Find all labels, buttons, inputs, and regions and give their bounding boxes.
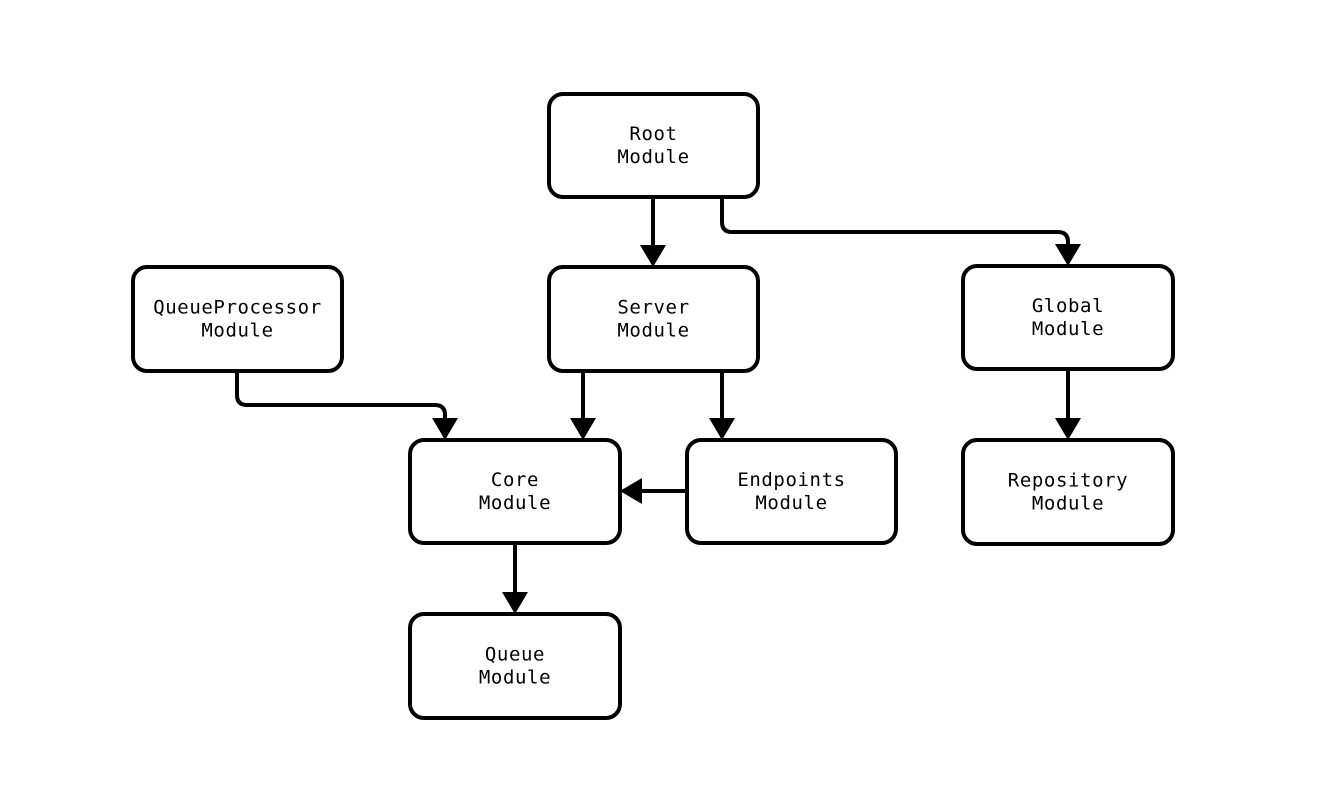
root-module-node-box[interactable] — [547, 92, 760, 199]
endpoints-module-node-box[interactable] — [685, 438, 898, 545]
edge-endpoints-to-core — [620, 478, 687, 504]
repository-module-node-label-line2: Module — [1032, 493, 1104, 515]
global-module-node-label-line1: Global — [1032, 295, 1104, 317]
global-module-node-box[interactable] — [961, 264, 1175, 371]
queue-module-node-label-line1: Queue — [485, 644, 545, 666]
core-module-node-box[interactable] — [408, 438, 622, 545]
edge-root-to-global-line — [720, 197, 1070, 257]
edge-queueprocessor-to-core — [235, 371, 458, 440]
edge-global-to-repository — [1055, 369, 1081, 440]
queue-module-node-box[interactable] — [408, 612, 622, 720]
root-module-node-label-line2: Module — [617, 146, 689, 168]
server-module-node-label-line1: Server — [617, 297, 689, 319]
endpoints-module-node-label-line1: Endpoints — [737, 469, 845, 491]
edge-queueprocessor-to-core-arrowhead-icon — [432, 418, 458, 440]
queueprocessor-module-node-label-line2: Module — [201, 320, 273, 342]
server-module-node-label-line2: Module — [617, 320, 689, 342]
edge-server-to-core — [570, 371, 596, 440]
edge-server-to-endpoints — [709, 371, 735, 440]
queueprocessor-module-node-label-line1: QueueProcessor — [153, 297, 322, 319]
edge-server-to-endpoints-arrowhead-icon — [709, 418, 735, 440]
edge-root-to-server — [640, 197, 666, 267]
edges-layer — [235, 197, 1081, 614]
root-module-node-label-line1: Root — [629, 123, 677, 145]
edge-root-to-global — [720, 197, 1081, 266]
server-module-node-box[interactable] — [547, 265, 760, 373]
edge-root-to-global-arrowhead-icon — [1055, 244, 1081, 266]
edge-root-to-server-arrowhead-icon — [640, 245, 666, 267]
edge-global-to-repository-arrowhead-icon — [1055, 418, 1081, 440]
core-module-node-label-line2: Module — [479, 492, 551, 514]
repository-module-node-label-line1: Repository — [1008, 470, 1128, 492]
nodes-layer: RootModuleQueueProcessorModuleServerModu… — [131, 92, 1175, 720]
edge-core-to-queue — [502, 543, 528, 614]
edge-queueprocessor-to-core-line — [235, 371, 447, 431]
repository-module-node-box[interactable] — [961, 438, 1175, 546]
queue-module-node-label-line2: Module — [479, 667, 551, 689]
core-module-node-label-line1: Core — [491, 469, 539, 491]
queueprocessor-module-node-box[interactable] — [131, 265, 344, 373]
endpoints-module-node-label-line2: Module — [755, 492, 827, 514]
global-module-node-label-line2: Module — [1032, 318, 1104, 340]
edge-server-to-core-arrowhead-icon — [570, 418, 596, 440]
edge-core-to-queue-arrowhead-icon — [502, 592, 528, 614]
edge-endpoints-to-core-arrowhead-icon — [620, 478, 642, 504]
